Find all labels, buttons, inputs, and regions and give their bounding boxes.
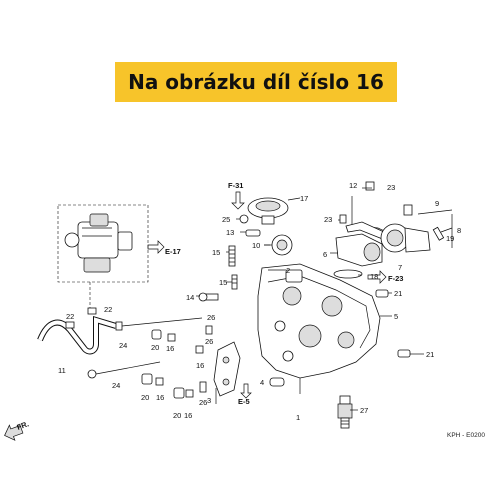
part-bolt-21b — [397, 349, 411, 358]
part-washer-20a — [151, 329, 162, 340]
ref-e17-label: E-17 — [165, 247, 181, 256]
callout-3: 3 — [207, 396, 211, 405]
callout-23-top: 23 — [387, 183, 395, 192]
banner-text: Na obrázku díl číslo 16 — [128, 70, 384, 94]
callout-16-top: 16 — [166, 344, 174, 353]
part-cylinder-head-1 — [257, 263, 381, 394]
part-thermostat-10 — [264, 234, 293, 256]
callout-22-right: 22 — [104, 305, 112, 314]
part-spark-plug-27 — [337, 395, 353, 429]
callout-23-mid: 23 — [324, 215, 332, 224]
part-bolt-14 — [198, 292, 219, 302]
part-housing-7 — [380, 204, 453, 253]
callout-26-bottom: 26 — [199, 398, 207, 407]
part-stud-15a — [228, 245, 236, 267]
part-oring-18 — [333, 269, 363, 279]
part-hose-11 — [37, 315, 117, 355]
part-nut-16-highlighted — [195, 345, 204, 354]
part-guide-3 — [213, 341, 241, 397]
part-stud-15b — [231, 274, 238, 290]
callout-26-mid: 26 — [205, 337, 213, 346]
part-nut-16d — [185, 389, 194, 398]
carburetor-assembly — [57, 204, 149, 308]
callout-19: 19 — [446, 234, 454, 243]
callout-24-top: 24 — [119, 341, 127, 350]
part-washer-20b — [141, 373, 153, 385]
callout-22-left: 22 — [66, 312, 74, 321]
part-long-bolt-24b — [87, 361, 161, 379]
callout-13: 13 — [226, 228, 234, 237]
callout-20-bottom: 20 — [173, 411, 181, 420]
leader-lines — [196, 187, 424, 411]
diagram-code: KPH - E0200 — [447, 432, 485, 439]
front-direction-arrow: FR. — [4, 419, 30, 441]
callout-10: 10 — [252, 241, 260, 250]
callout-4: 4 — [260, 378, 264, 387]
part-gasket-13 — [245, 229, 261, 237]
part-cover-17 — [247, 197, 301, 225]
callout-20-mid: 20 — [141, 393, 149, 402]
callout-21-bottom: 21 — [426, 350, 434, 359]
callout-14: 14 — [186, 293, 194, 302]
part-bolt-21a — [375, 289, 389, 298]
part-number-banner: Na obrázku díl číslo 16 — [115, 62, 397, 102]
callout-1: 1 — [296, 413, 300, 422]
ref-arrow-f31: F-31 — [228, 181, 245, 210]
part-nut-16a — [167, 333, 176, 342]
callout-24-bottom: 24 — [112, 381, 120, 390]
front-label: FR. — [16, 419, 30, 432]
callout-21-top: 21 — [394, 289, 402, 298]
part-bolt-26c — [199, 381, 207, 393]
callout-6: 6 — [323, 250, 327, 259]
callout-18: 18 — [370, 272, 378, 281]
part-clamp-22b — [65, 321, 75, 329]
callout-labels: 17 12 23 9 8 25 13 10 23 19 15 2 6 7 18 … — [58, 181, 461, 422]
ref-e5-label: E-5 — [238, 397, 250, 406]
ref-f31-label: F-31 — [228, 181, 243, 190]
callout-9: 9 — [435, 199, 439, 208]
part-clamp-22a — [87, 307, 97, 315]
part-long-bolt-24a — [115, 317, 203, 331]
callout-16-mid: 16 — [156, 393, 164, 402]
part-washer-20c — [173, 387, 185, 399]
ref-f23-label: F-23 — [388, 274, 403, 283]
callout-12: 12 — [349, 181, 357, 190]
ref-arrow-e17: E-17 — [147, 240, 181, 256]
part-bolt-26a — [205, 325, 213, 335]
part-nut-16b — [155, 377, 164, 386]
callout-5: 5 — [394, 312, 398, 321]
part-bolt-25 — [239, 214, 249, 224]
part-pin-4 — [269, 377, 285, 387]
callout-11: 11 — [58, 366, 66, 375]
callout-20-top: 20 — [151, 343, 159, 352]
callout-26-top: 26 — [207, 313, 215, 322]
callout-15-top: 15 — [212, 248, 220, 257]
callout-16-highlighted: 16 — [196, 361, 204, 370]
callout-27: 27 — [360, 406, 368, 415]
callout-17: 17 — [300, 194, 308, 203]
callout-8: 8 — [457, 226, 461, 235]
callout-15-bottom: 15 — [219, 278, 227, 287]
callout-25: 25 — [222, 215, 230, 224]
callout-2: 2 — [286, 266, 290, 275]
ref-arrow-e5: E-5 — [238, 383, 252, 406]
callout-16-bottom: 16 — [184, 411, 192, 420]
part-elbow-6 — [335, 233, 383, 267]
callout-7: 7 — [398, 263, 402, 272]
ref-arrow-f23: F-23 — [367, 270, 403, 284]
